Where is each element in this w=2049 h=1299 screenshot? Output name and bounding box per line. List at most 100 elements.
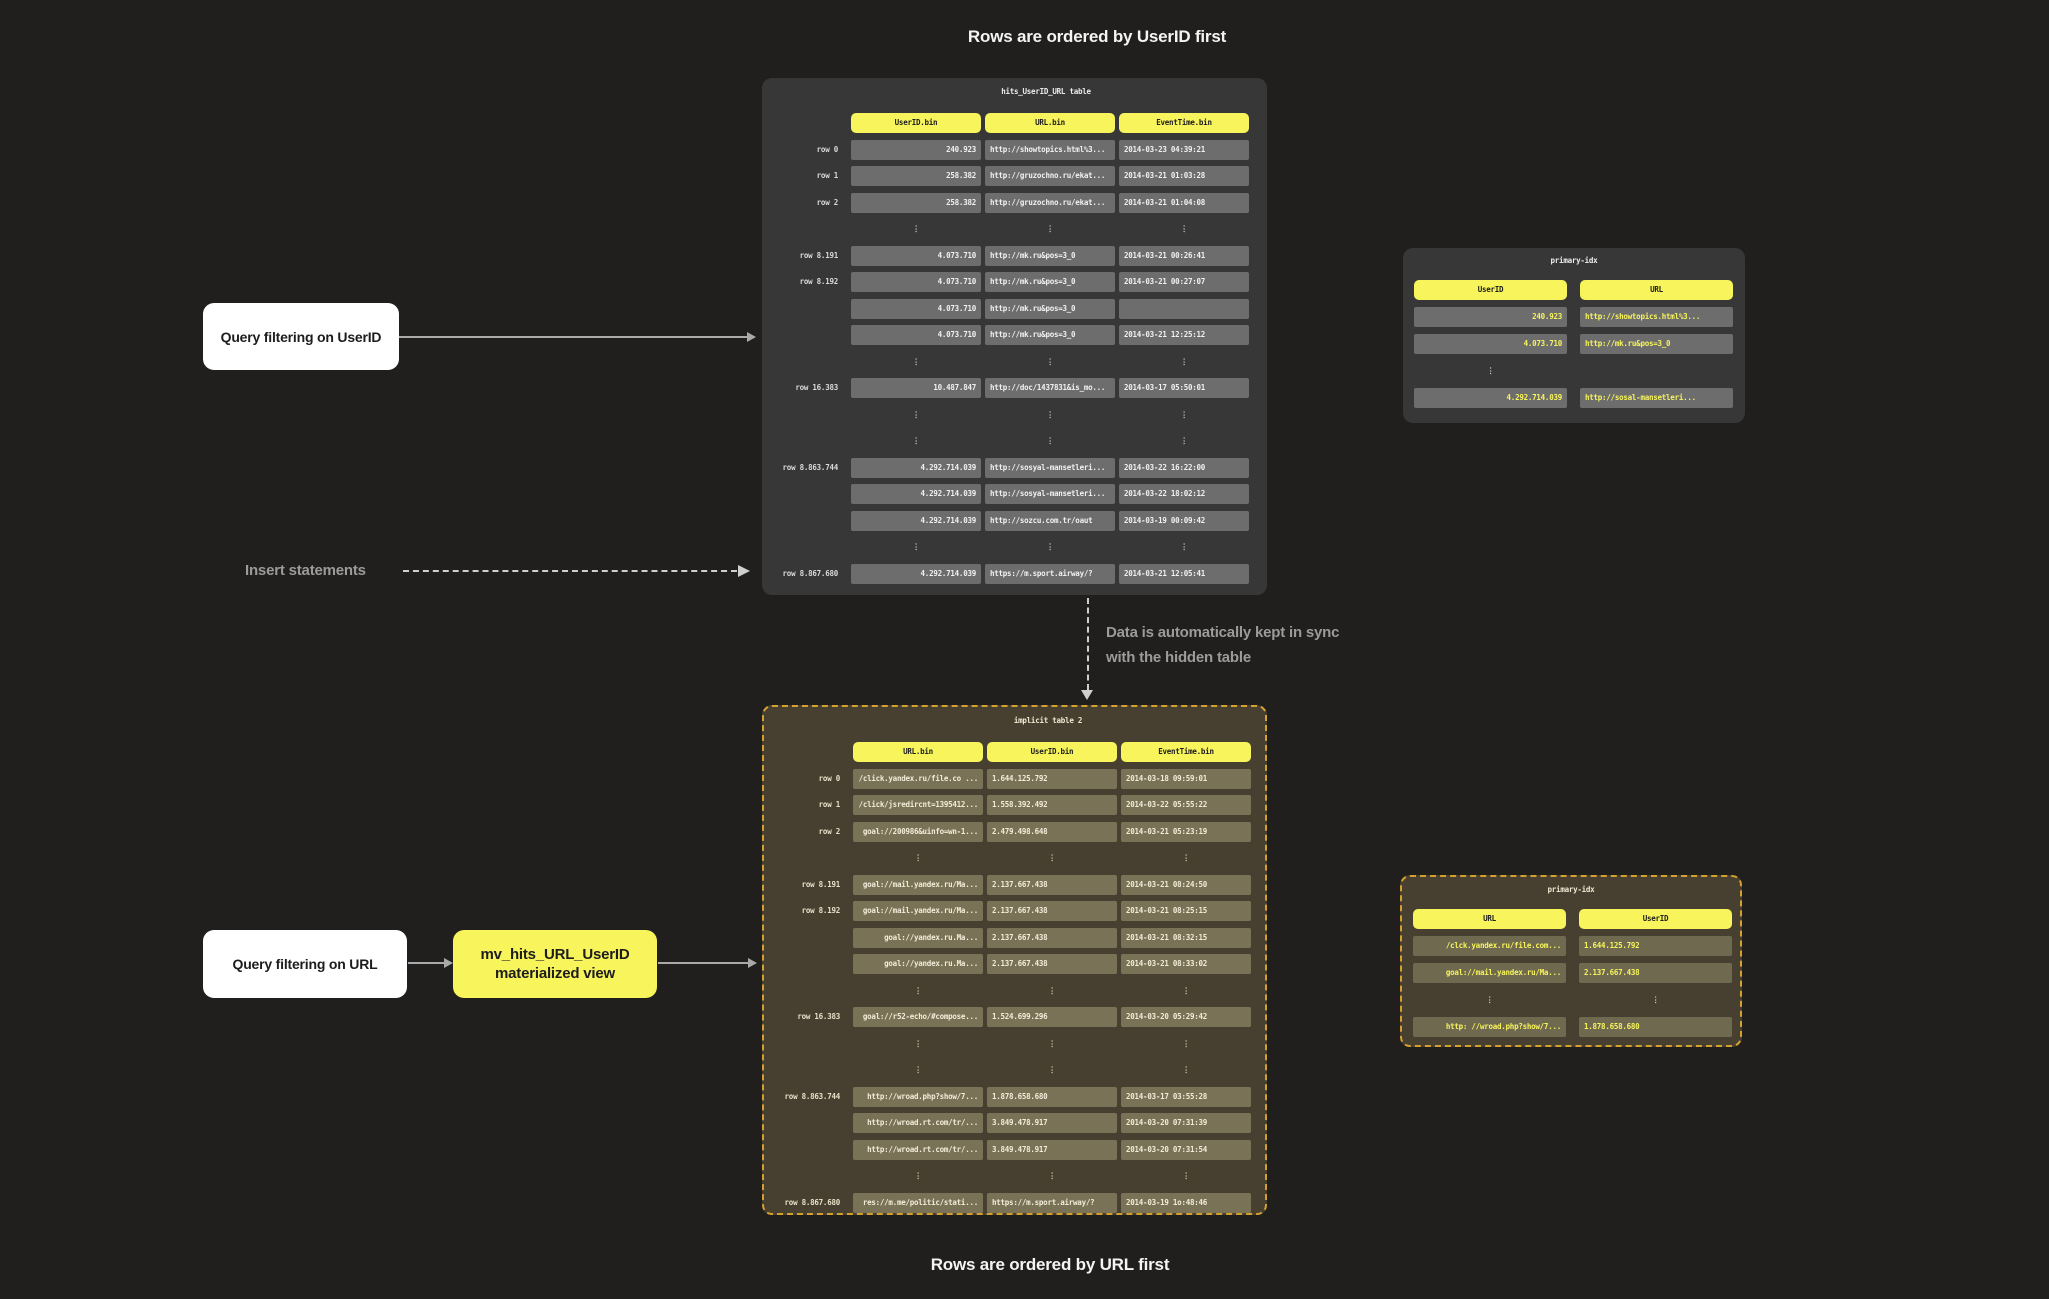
table-cell: 2014-03-20 05:29:42 bbox=[1121, 1007, 1251, 1027]
table-cell: 258.382 bbox=[851, 166, 981, 186]
insert-arrow-head bbox=[738, 565, 750, 577]
table-cell: goal://r52-echo/#compose... bbox=[853, 1007, 983, 1027]
ellipsis: ⋮ bbox=[1182, 985, 1190, 995]
mv-arrow-line bbox=[658, 962, 748, 964]
column-header: URL bbox=[1580, 280, 1733, 300]
table-cell: 2014-03-21 12:05:41 bbox=[1119, 563, 1249, 584]
table-cell: /click.yandex.ru/file.co ... bbox=[853, 768, 983, 789]
table-cell: http://sozcu.com.tr/oaut bbox=[985, 510, 1115, 531]
ellipsis: ⋮ bbox=[1486, 366, 1495, 375]
table-cell: 4.292.714.039 bbox=[1414, 388, 1567, 408]
ellipsis: ⋮ bbox=[1046, 436, 1054, 445]
table-cell: http://wroad.php?show/7... bbox=[853, 1086, 983, 1107]
table-cell: 2014-03-19 1o:48:46 bbox=[1121, 1192, 1251, 1213]
ellipsis: ⋮ bbox=[1182, 1038, 1190, 1048]
row-label bbox=[764, 848, 849, 868]
column-header: EventTime.bin bbox=[1119, 113, 1249, 133]
table-cell: http://mk.ru&pos=3_0 bbox=[985, 245, 1115, 266]
ellipsis: ⋮ bbox=[1180, 409, 1188, 419]
table-cell: https://m.sport.airway/? bbox=[985, 563, 1115, 584]
ellipsis: ⋮ bbox=[914, 985, 922, 995]
table-cell: 2014-03-23 04:39:21 bbox=[1119, 139, 1249, 160]
ellipsis: ⋮ bbox=[1180, 436, 1188, 445]
ellipsis: ⋮ bbox=[914, 1065, 922, 1074]
ellipsis: ⋮ bbox=[912, 224, 920, 233]
row-label bbox=[762, 113, 847, 133]
column-header: EventTime.bin bbox=[1121, 742, 1251, 762]
table-cell: 2014-03-17 03:55:28 bbox=[1121, 1086, 1251, 1107]
table-cell: 10.487.847 bbox=[851, 378, 981, 398]
table-cell: http: //wroad.php?show/7... bbox=[1413, 1017, 1566, 1037]
table-cell: 2.137.667.438 bbox=[987, 901, 1117, 921]
ellipsis: ⋮ bbox=[1046, 356, 1054, 366]
materialized-view-subtitle: materialized view bbox=[495, 965, 615, 982]
table-cell: 2014-03-20 07:31:39 bbox=[1121, 1113, 1251, 1133]
ellipsis: ⋮ bbox=[912, 436, 920, 445]
row-label: row 1 bbox=[818, 800, 841, 809]
ellipsis: ⋮ bbox=[912, 409, 920, 419]
table-cell: goal://yandex.ru.Ma... bbox=[853, 954, 983, 974]
table-cell: 4.292.714.039 bbox=[851, 484, 981, 504]
row-label bbox=[762, 431, 847, 451]
table-cell: http://sosyal-mansetleri... bbox=[985, 484, 1115, 504]
table-cell: 2014-03-21 08:32:15 bbox=[1121, 927, 1251, 948]
table-cell: 2014-03-21 05:23:19 bbox=[1121, 821, 1251, 842]
ellipsis: ⋮ bbox=[1048, 853, 1056, 862]
table-cell: http://mk.ru&pos=3_0 bbox=[985, 272, 1115, 292]
table-cell: 2014-03-17 05:50:01 bbox=[1119, 378, 1249, 398]
row-label: row 1 bbox=[816, 171, 839, 180]
ellipsis: ⋮ bbox=[1651, 995, 1660, 1004]
table-cell: 4.292.714.039 bbox=[851, 457, 981, 478]
row-label: row 2 bbox=[818, 826, 841, 836]
table-cell: 2014-03-21 08:25:15 bbox=[1121, 901, 1251, 921]
row-label bbox=[762, 511, 847, 531]
table-cell: 1.524.699.296 bbox=[987, 1007, 1117, 1027]
table-cell: /click/jsredircnt=1395412... bbox=[853, 795, 983, 815]
mv-arrow-head bbox=[748, 958, 757, 968]
table-cell: http://wroad.rt.com/tr/... bbox=[853, 1139, 983, 1160]
table-cell: 2014-03-21 00:26:41 bbox=[1119, 245, 1249, 266]
materialized-view-name: mv_hits_URL_UserID bbox=[480, 946, 630, 963]
column-header: UserID.bin bbox=[987, 742, 1117, 762]
row-label: row 8.863.744 bbox=[782, 462, 839, 472]
column-header: URL bbox=[1413, 909, 1566, 929]
table-title: implicit table 2 bbox=[1013, 716, 1083, 725]
column-header: UserID bbox=[1414, 280, 1567, 300]
table-cell: goal://200986&uinfo=wn-1... bbox=[853, 821, 983, 842]
row-label: row 16.383 bbox=[797, 1012, 840, 1021]
row-label bbox=[762, 484, 847, 504]
table-cell: 3.849.478.917 bbox=[987, 1113, 1117, 1133]
table-cell: 4.073.710 bbox=[851, 272, 981, 292]
ellipsis: ⋮ bbox=[1182, 1171, 1190, 1180]
table-cell: 2014-03-18 09:59:01 bbox=[1121, 768, 1251, 789]
ellipsis: ⋮ bbox=[1046, 409, 1054, 419]
ellipsis: ⋮ bbox=[912, 542, 920, 551]
table-cell: 2.137.667.438 bbox=[1579, 963, 1732, 983]
table-cell: 4.292.714.039 bbox=[851, 563, 981, 584]
table-cell: 1.644.125.792 bbox=[1579, 936, 1732, 956]
table-cell: 2014-03-22 16:22:00 bbox=[1119, 457, 1249, 478]
row-label bbox=[762, 405, 847, 425]
row-label: row 8.867.680 bbox=[784, 1197, 841, 1207]
table-cell bbox=[1119, 298, 1249, 319]
table-cell: http://showtopics.html%3... bbox=[1580, 307, 1733, 327]
row-label bbox=[764, 1166, 849, 1186]
top-caption: Rows are ordered by UserID first bbox=[967, 27, 1227, 46]
table-cell: goal://mail.yandex.ru/Ma... bbox=[853, 901, 983, 921]
column-header: UserID bbox=[1579, 909, 1732, 929]
row-label: row 8.863.744 bbox=[784, 1091, 841, 1101]
ellipsis: ⋮ bbox=[914, 853, 922, 862]
table-cell: 4.073.710 bbox=[1414, 334, 1567, 354]
row-label bbox=[762, 352, 847, 372]
table-cell: 1.878.658.680 bbox=[987, 1086, 1117, 1107]
table-cell: https://m.sport.airway/? bbox=[987, 1192, 1117, 1213]
materialized-view-box: mv_hits_URL_UserID materialized view bbox=[453, 930, 657, 998]
table-cell: goal://mail.yandex.ru/Ma... bbox=[1413, 963, 1566, 983]
ellipsis bbox=[1580, 361, 1733, 381]
table-cell: http://showtopics.html%3... bbox=[985, 139, 1115, 160]
ellipsis: ⋮ bbox=[1048, 985, 1056, 995]
